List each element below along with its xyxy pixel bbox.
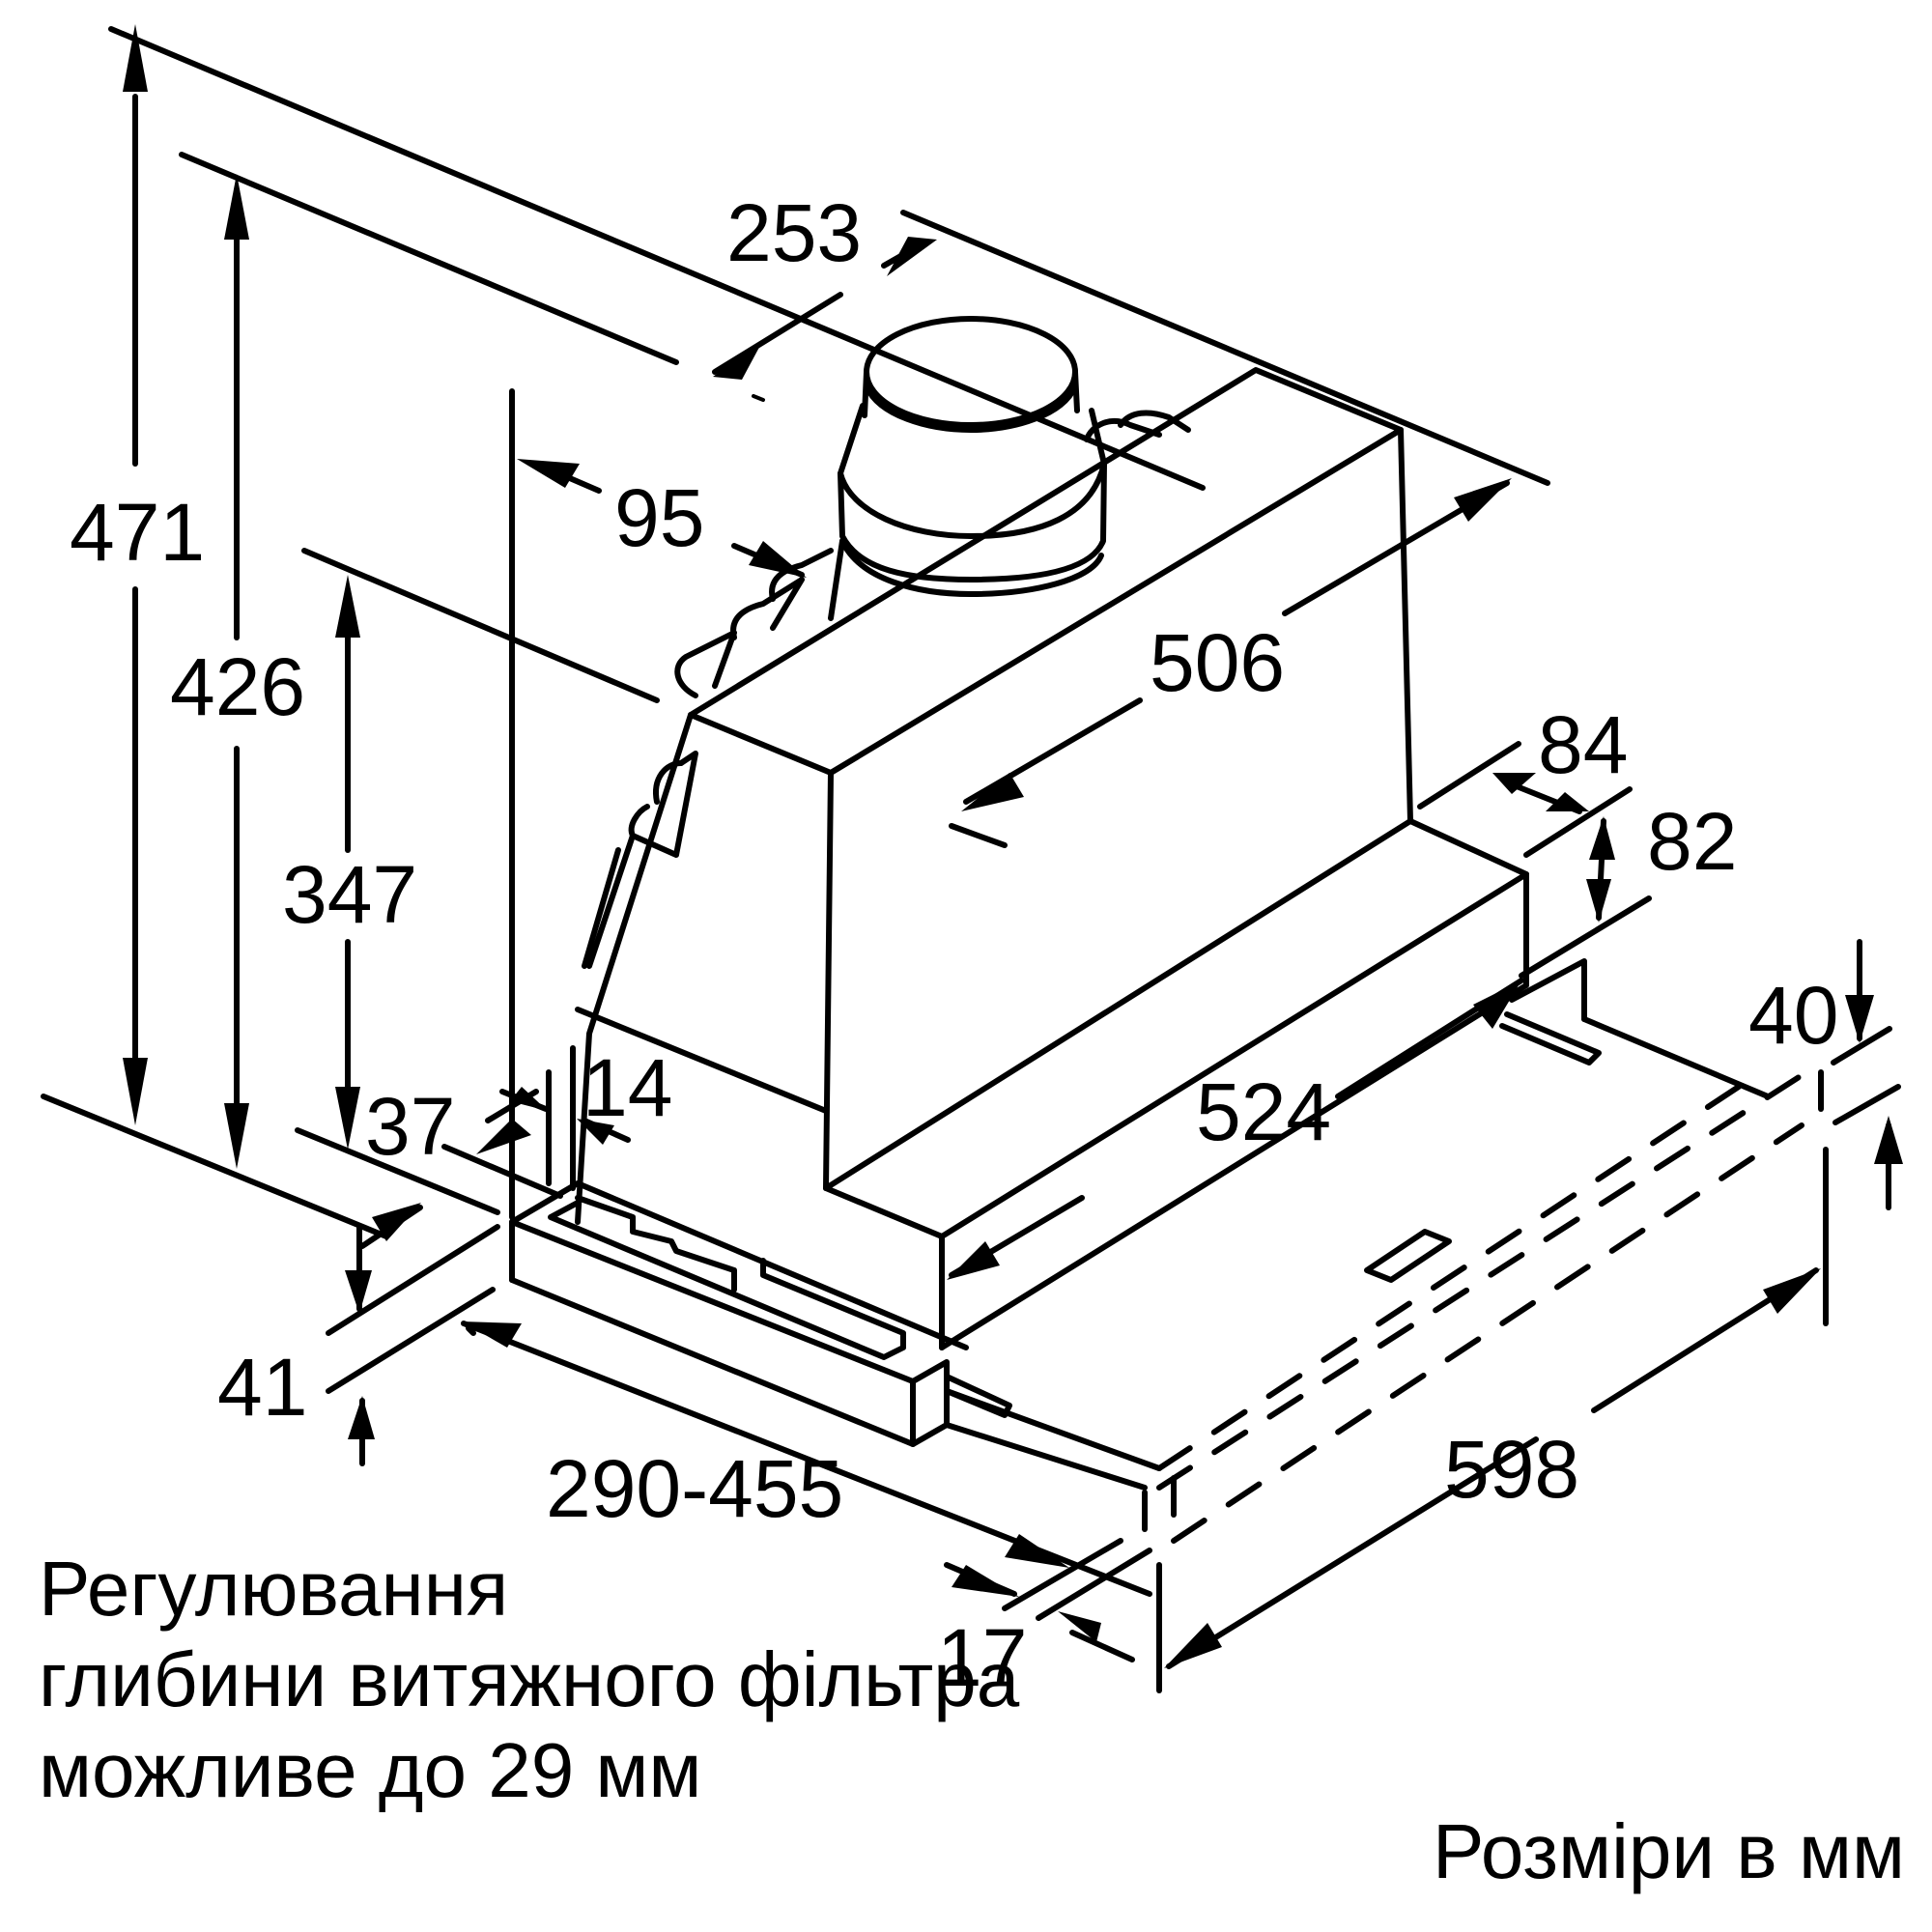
- hood-body: [575, 367, 1771, 1350]
- arrow-icon: [1164, 1623, 1222, 1668]
- arrow-icon: [372, 1203, 421, 1241]
- arrow-icon: [952, 1565, 1019, 1597]
- arrow-down-icon: [1586, 879, 1611, 923]
- dim-label-347: 347: [282, 849, 417, 940]
- arrow-up-icon: [1874, 1116, 1903, 1164]
- telescopic-drawer: [509, 1180, 1162, 1491]
- dim-label-426: 426: [170, 641, 305, 732]
- arrow-icon: [749, 541, 807, 578]
- arrow-icon: [577, 1119, 614, 1145]
- note-line-2: глибини витяжного фільтра: [39, 1636, 1020, 1722]
- units-note: Розміри в мм: [1432, 1808, 1905, 1894]
- dimension-front-left-detail: 14 37 41: [217, 1042, 672, 1466]
- side-clips: [582, 548, 834, 969]
- dim-label-95: 95: [614, 472, 704, 563]
- dim-label-84: 84: [1538, 699, 1628, 790]
- arrow-down-icon: [335, 1087, 360, 1150]
- dimension-depth-range: 290-455: [461, 1321, 1152, 1597]
- arrow-up-icon: [123, 24, 148, 92]
- arrow-icon: [1473, 980, 1521, 1029]
- arrow-icon: [947, 1241, 1000, 1280]
- dimension-inner-width: 524: [947, 978, 1524, 1280]
- dimension-body-depth: 506: [949, 478, 1512, 848]
- dim-label-524: 524: [1196, 1066, 1331, 1157]
- arrow-icon: [476, 1119, 531, 1154]
- dimension-body-height: 426: [170, 152, 765, 1169]
- arrow-icon: [462, 1321, 522, 1348]
- arrow-icon: [1005, 1534, 1069, 1568]
- dimension-overall-width: 598: [1156, 1147, 1829, 1693]
- arrow-icon: [517, 459, 580, 488]
- depth-adjustment-note: Регулювання глибини витяжного фільтра мо…: [39, 1544, 1019, 1816]
- arrow-up-icon: [335, 575, 360, 638]
- outlet-spigot: [828, 316, 1191, 621]
- dimension-outlet-diameter: 253: [712, 187, 1550, 486]
- dim-label-471: 471: [70, 487, 205, 578]
- cabinet-outline-dashed: [1142, 1069, 1824, 1544]
- dim-label-82: 82: [1647, 796, 1737, 887]
- dimension-rear-step: 84 82: [1417, 699, 1737, 979]
- dimension-cutout-height: 40: [1748, 939, 1903, 1210]
- arrow-icon: [713, 340, 763, 380]
- cutout-rectangle: [1364, 1229, 1452, 1283]
- arrow-icon: [1492, 773, 1536, 794]
- dim-label-17: 17: [937, 1612, 1027, 1703]
- dimension-outlet-offset: 95: [509, 388, 807, 1220]
- arrow-down-icon: [123, 1058, 148, 1125]
- arrow-down-icon: [345, 1270, 372, 1314]
- note-line-1: Регулювання: [39, 1546, 509, 1632]
- arrow-down-icon: [1845, 995, 1874, 1043]
- arrow-icon: [1058, 1611, 1101, 1642]
- dim-label-598: 598: [1444, 1424, 1579, 1515]
- arrow-down-icon: [224, 1103, 249, 1169]
- arrow-icon: [961, 773, 1024, 811]
- dim-label-290-455: 290-455: [546, 1443, 843, 1534]
- dim-label-40: 40: [1748, 970, 1838, 1061]
- dim-label-14: 14: [582, 1042, 672, 1133]
- dimension-overall-height: 471: [41, 24, 1206, 1239]
- arrow-icon: [1546, 792, 1589, 811]
- arrow-icon: [1454, 478, 1512, 522]
- arrow-up-icon: [1589, 816, 1615, 860]
- note-line-3: можливе до 29 мм: [39, 1727, 702, 1813]
- arrow-up-icon: [348, 1396, 375, 1439]
- dim-label-253: 253: [726, 187, 862, 278]
- dim-label-506: 506: [1150, 617, 1285, 708]
- dim-label-37: 37: [365, 1081, 455, 1172]
- arrow-up-icon: [224, 174, 249, 240]
- dimension-front-height: 347: [282, 548, 660, 1150]
- dimension-panel-thickness: 17: [937, 1538, 1152, 1703]
- dim-label-41: 41: [217, 1342, 307, 1433]
- arrow-icon: [1763, 1268, 1821, 1314]
- arrow-icon: [887, 237, 937, 276]
